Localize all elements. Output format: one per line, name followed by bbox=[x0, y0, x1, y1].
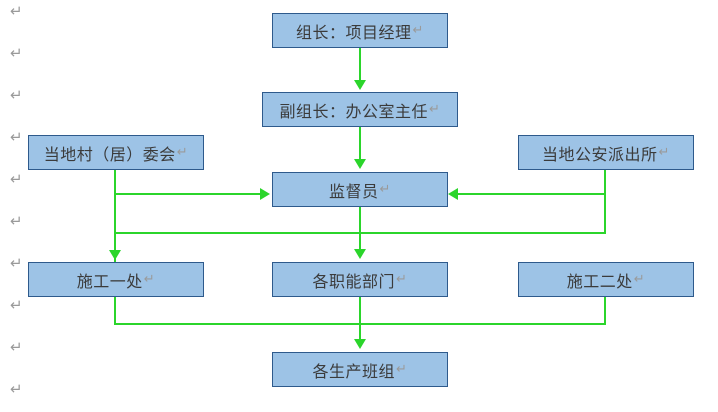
node-production-teams[interactable]: 各生产班组↵ bbox=[272, 352, 448, 387]
connector-deputy-to-supervisor bbox=[359, 127, 361, 161]
node-site-one-label: 施工一处 bbox=[76, 273, 143, 291]
node-supervisor[interactable]: 监督员↵ bbox=[272, 172, 448, 207]
node-site-two[interactable]: 施工二处↵ bbox=[518, 262, 694, 297]
arrowhead-down-icon bbox=[109, 250, 121, 260]
node-production-teams-label: 各生产班组 bbox=[312, 363, 396, 381]
node-leader-label: 组长：项目经理 bbox=[296, 24, 412, 42]
connector-police-to-supervisor bbox=[458, 193, 606, 195]
paragraph-mark-icon: ↵ bbox=[10, 380, 23, 398]
connector-depts-to-teams bbox=[359, 297, 361, 341]
node-functional-departments-label: 各职能部门 bbox=[312, 273, 396, 291]
paragraph-mark-icon: ↵ bbox=[396, 362, 408, 377]
paragraph-mark-icon: ↵ bbox=[176, 145, 189, 160]
node-village-committee[interactable]: 当地村（居）委会↵ bbox=[28, 135, 204, 170]
paragraph-mark-icon: ↵ bbox=[10, 212, 23, 230]
node-police-station-label: 当地公安派出所 bbox=[542, 146, 658, 164]
paragraph-mark-icon: ↵ bbox=[143, 272, 156, 287]
paragraph-mark-icon: ↵ bbox=[10, 170, 23, 188]
paragraph-mark-icon: ↵ bbox=[10, 44, 23, 62]
connector-police-stem bbox=[604, 170, 606, 234]
node-leader[interactable]: 组长：项目经理↵ bbox=[272, 13, 448, 48]
node-police-station[interactable]: 当地公安派出所↵ bbox=[518, 135, 694, 170]
node-deputy[interactable]: 副组长：办公室主任↵ bbox=[262, 92, 458, 127]
arrowhead-down-icon bbox=[354, 249, 366, 259]
paragraph-mark-icon: ↵ bbox=[412, 23, 424, 38]
node-deputy-label: 副组长：办公室主任 bbox=[279, 103, 429, 121]
paragraph-mark-icon: ↵ bbox=[10, 254, 23, 272]
paragraph-mark-icon: ↵ bbox=[429, 102, 441, 117]
paragraph-mark-icon: ↵ bbox=[633, 272, 646, 287]
node-site-one[interactable]: 施工一处↵ bbox=[28, 262, 204, 297]
node-functional-departments[interactable]: 各职能部门↵ bbox=[272, 262, 448, 297]
connector-village-stem bbox=[114, 170, 116, 280]
connector-supervisor-to-depts bbox=[359, 207, 361, 251]
paragraph-mark-icon: ↵ bbox=[10, 2, 23, 20]
paragraph-mark-icon: ↵ bbox=[10, 128, 23, 146]
arrowhead-down-icon bbox=[354, 339, 366, 349]
node-supervisor-label: 监督员 bbox=[329, 183, 379, 201]
paragraph-mark-icon: ↵ bbox=[10, 338, 23, 356]
paragraph-mark-icon: ↵ bbox=[379, 182, 391, 197]
arrowhead-down-icon bbox=[354, 80, 366, 90]
connector-village-to-supervisor bbox=[114, 193, 262, 195]
paragraph-mark-icon: ↵ bbox=[10, 86, 23, 104]
connector-rail-to-site2 bbox=[604, 285, 606, 325]
arrowhead-right-icon bbox=[260, 188, 270, 200]
connector-site1-stem bbox=[114, 297, 116, 325]
connector-leader-to-deputy bbox=[359, 48, 361, 82]
arrowhead-down-icon bbox=[354, 159, 366, 169]
arrowhead-left-icon bbox=[448, 188, 458, 200]
node-village-committee-label: 当地村（居）委会 bbox=[43, 146, 176, 164]
connector-bottom-rail bbox=[114, 323, 606, 325]
node-site-two-label: 施工二处 bbox=[566, 273, 633, 291]
paragraph-mark-icon: ↵ bbox=[658, 145, 670, 160]
paragraph-mark-icon: ↵ bbox=[396, 272, 408, 287]
paragraph-mark-icon: ↵ bbox=[10, 296, 23, 314]
